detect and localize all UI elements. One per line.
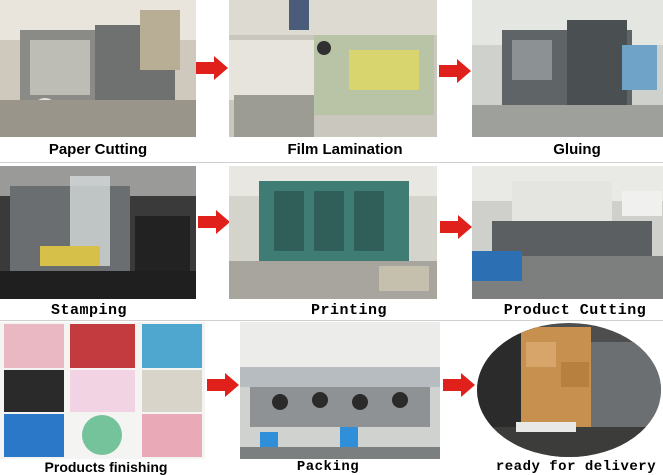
arrow-right-icon: [207, 373, 239, 397]
photo-products-finishing: [0, 322, 205, 459]
photo-paper-cutting: [0, 0, 196, 137]
photo-ready-for-delivery: [476, 322, 663, 459]
step-label-film-lamination: Film Lamination: [287, 141, 403, 158]
step-label-paper-cutting: Paper Cutting: [48, 141, 148, 158]
arrow-right-icon: [440, 215, 472, 239]
step-label-packing: Packing: [296, 459, 360, 475]
photo-gluing: [472, 0, 663, 137]
photo-stamping: [0, 166, 196, 299]
arrow-right-icon: [439, 59, 471, 83]
row-divider: [0, 320, 663, 321]
photo-product-cutting: [472, 166, 663, 299]
step-label-ready-for-delivery: ready for delivery: [495, 459, 657, 475]
arrow-right-icon: [196, 56, 228, 80]
photo-film-lamination: [229, 0, 437, 137]
step-label-products-finishing: Products finishing: [44, 459, 168, 475]
step-label-stamping: Stamping: [50, 302, 127, 319]
arrow-right-icon: [443, 373, 475, 397]
row-divider: [0, 162, 663, 163]
step-label-product-cutting: Product Cutting: [503, 302, 647, 319]
photo-packing: [240, 322, 440, 459]
step-label-printing: Printing: [310, 302, 387, 319]
step-label-gluing: Gluing: [553, 141, 601, 158]
photo-printing: [229, 166, 437, 299]
arrow-right-icon: [198, 210, 230, 234]
